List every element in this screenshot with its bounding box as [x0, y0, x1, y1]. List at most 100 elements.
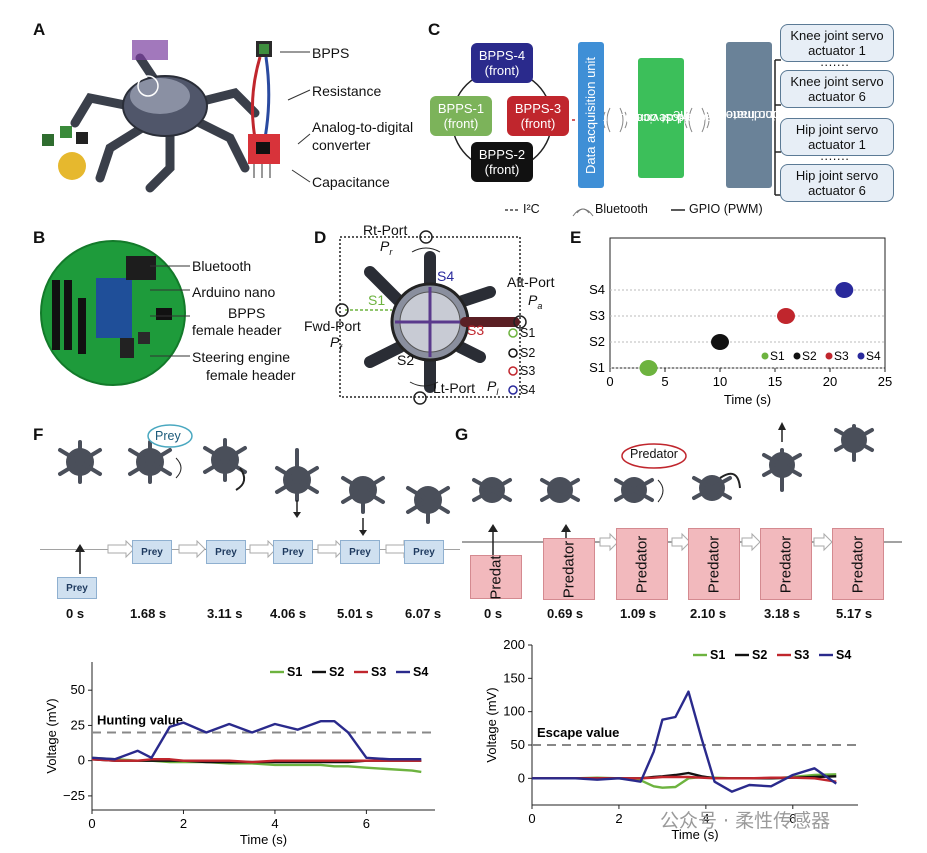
ytick-200: 200: [503, 637, 525, 652]
label-adc-1: Analog-to-digital: [312, 119, 414, 135]
threshold-label: Hunting value: [97, 712, 183, 727]
f-time-4: 5.01 s: [337, 606, 374, 621]
legend-S2: S2: [329, 665, 344, 679]
lt-port-label: Lt-Port: [433, 380, 476, 396]
legend-S4: S4: [413, 665, 428, 679]
f-time-0: 0 s: [66, 606, 85, 621]
g-time-2: 1.09 s: [620, 606, 657, 621]
g-time-5: 5.17 s: [836, 606, 873, 621]
panel-label-f: F: [33, 425, 44, 444]
series-S3: [91, 758, 422, 764]
panel-f-arrows: [75, 540, 413, 574]
predator-bubble: Predator: [630, 447, 678, 461]
x-axis-label: Time (s): [724, 392, 771, 407]
point-S4: [835, 282, 854, 298]
panel-label-e: E: [570, 228, 582, 247]
legend-S3: S3: [834, 349, 849, 363]
x-axis-label: Time (s): [671, 827, 718, 842]
point-S1: [639, 360, 658, 376]
legend-S3: S3: [794, 648, 809, 662]
xtick-4: 4: [271, 816, 278, 831]
panel-b-leaders: [150, 265, 190, 357]
threshold-label: Escape value: [537, 725, 619, 740]
xtick-10: 10: [713, 374, 727, 389]
xtick-6: 6: [789, 811, 796, 826]
panel-g-arrows: [462, 524, 902, 556]
f-time-3: 4.06 s: [270, 606, 307, 621]
legend-i2c: I²C: [523, 202, 540, 216]
point-S3: [777, 308, 795, 324]
ytick-25: 25: [71, 717, 85, 732]
legend-S4: S4: [836, 648, 851, 662]
pr-label: Pr: [380, 238, 393, 257]
xtick-5: 5: [661, 374, 668, 389]
prey-box-4: Prey: [340, 540, 380, 564]
g-time-4: 3.18 s: [764, 606, 801, 621]
xtick-15: 15: [768, 374, 782, 389]
daq-unit-box: Data acquisition unit: [578, 42, 604, 188]
subordinate-machine-box: Subordinate machine(Arduino nano): [673, 42, 807, 188]
legend-S4: S4: [866, 349, 881, 363]
label-arduino: Arduino nano: [192, 284, 276, 300]
label-bpps-header-2: female header: [192, 322, 282, 338]
legend-gpio: GPIO (PWM): [689, 202, 763, 216]
circuit-board-photo: [40, 240, 186, 386]
label-bpps-header-1: BPPS: [228, 305, 266, 321]
bpps-3-box: BPPS-3(front): [507, 96, 569, 136]
prey-box-1: Prey: [132, 540, 172, 564]
legend-S1: S1: [287, 665, 302, 679]
g-time-1: 0.69 s: [547, 606, 584, 621]
panel-label-g: G: [455, 425, 469, 444]
ytick-S1: S1: [589, 360, 605, 375]
xtick-2: 2: [615, 811, 622, 826]
xtick-0: 0: [606, 374, 613, 389]
legend-dot-S1: [761, 352, 769, 360]
predator-box-4: Predator: [760, 528, 812, 600]
panel-f-robot-sequence: [40, 424, 460, 550]
legend-dot-S3: [825, 352, 833, 360]
xtick-25: 25: [878, 374, 892, 389]
pf-label: Pf: [330, 334, 342, 353]
bpps-1-box: BPPS-1(front): [430, 96, 492, 136]
pl-label: Pl: [487, 378, 499, 397]
ytick-0: 0: [518, 770, 525, 785]
ytick-S3: S3: [589, 308, 605, 323]
label-resistance: Resistance: [312, 83, 382, 99]
ytick-50: 50: [511, 737, 525, 752]
x-axis-label: Time (s): [240, 832, 287, 847]
sensor-circuit-photo: [248, 41, 280, 178]
xtick-6: 6: [363, 816, 370, 831]
xtick-20: 20: [823, 374, 837, 389]
prey-box-3: Prey: [273, 540, 313, 564]
label-steering-1: Steering engine: [192, 349, 291, 365]
panel-d-diagram: [335, 230, 527, 405]
ytick-0: 0: [78, 753, 85, 768]
g-time-0: 0 s: [484, 606, 503, 621]
ytick-S2: S2: [589, 334, 605, 349]
prey-box-0: Prey: [57, 577, 97, 599]
label-bpps: BPPS: [312, 45, 350, 61]
s1-marker: S1: [368, 292, 386, 308]
panel-a-leaders: [280, 51, 311, 183]
series-S4: [91, 719, 422, 761]
legend-S2: S2: [752, 648, 767, 662]
panel-g-robot-sequence: [472, 422, 874, 503]
predator-box-2: Predator: [616, 528, 668, 600]
g-time-3: 2.10 s: [690, 606, 727, 621]
rt-port-label: Rt-Port: [363, 222, 408, 238]
y-axis-label: Voltage (mV): [484, 687, 499, 762]
label-steering-2: female header: [206, 367, 296, 383]
f-time-2: 3.11 s: [207, 606, 243, 621]
predator-box-5: Predator: [832, 528, 884, 600]
panel-label-c: C: [428, 20, 441, 39]
d-legend-s3: S3: [520, 364, 536, 378]
legend-bluetooth: Bluetooth: [595, 202, 648, 216]
legend-S1: S1: [770, 349, 785, 363]
legend-S3: S3: [371, 665, 386, 679]
legend-dot-S2: [793, 352, 801, 360]
